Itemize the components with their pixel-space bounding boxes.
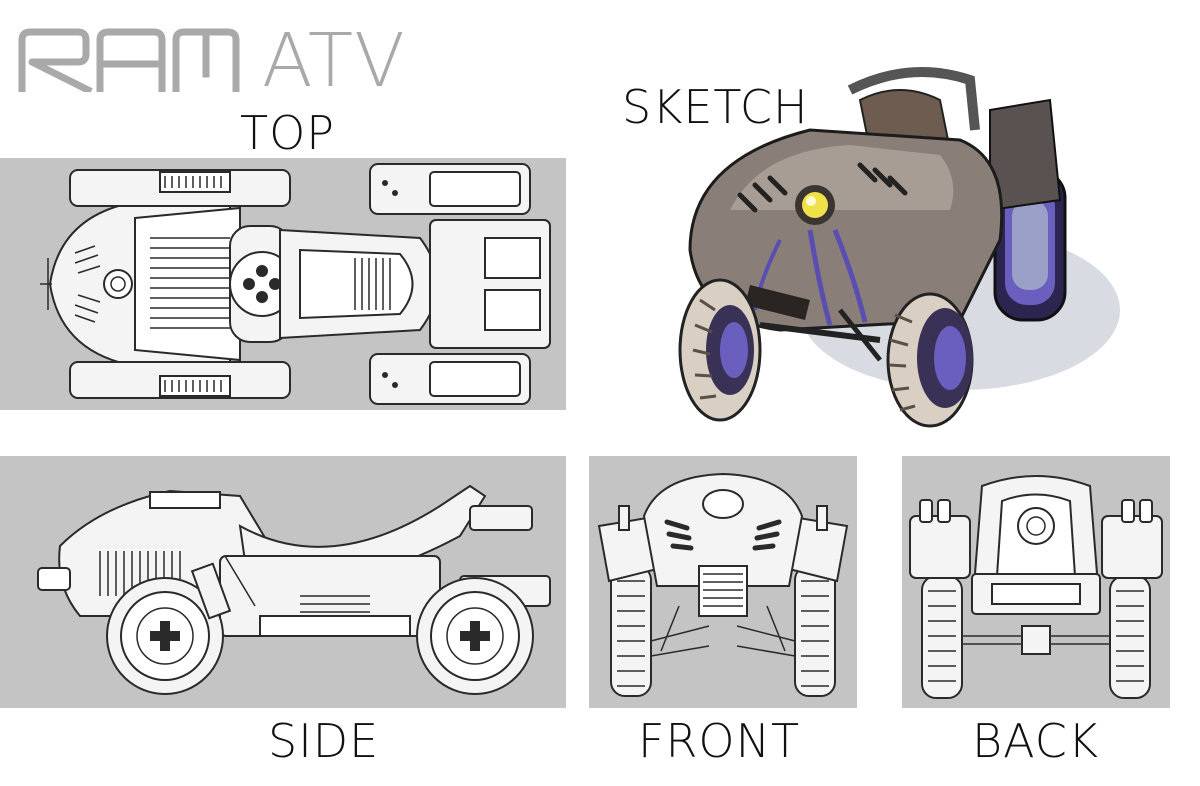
view-label-top: TOP <box>240 106 336 160</box>
side-view-panel <box>0 456 566 708</box>
sketch-drawing <box>678 67 1120 428</box>
view-label-side: SIDE <box>268 714 380 768</box>
view-label-back: BACK <box>972 714 1100 768</box>
view-label-front: FRONT <box>638 714 801 768</box>
back-view-panel <box>902 456 1170 708</box>
top-view-drawing <box>40 163 551 405</box>
logo <box>18 28 240 92</box>
view-label-sketch: SKETCH <box>622 80 809 134</box>
back-view-drawing <box>909 475 1163 699</box>
side-view-drawing <box>37 484 551 695</box>
ram-logo-mark <box>18 28 240 92</box>
top-view-panel <box>0 158 566 410</box>
front-view-panel <box>589 456 857 708</box>
front-view-drawing <box>597 472 849 697</box>
title-suffix: ATV <box>262 18 406 104</box>
sketch-illustration <box>660 60 1120 430</box>
